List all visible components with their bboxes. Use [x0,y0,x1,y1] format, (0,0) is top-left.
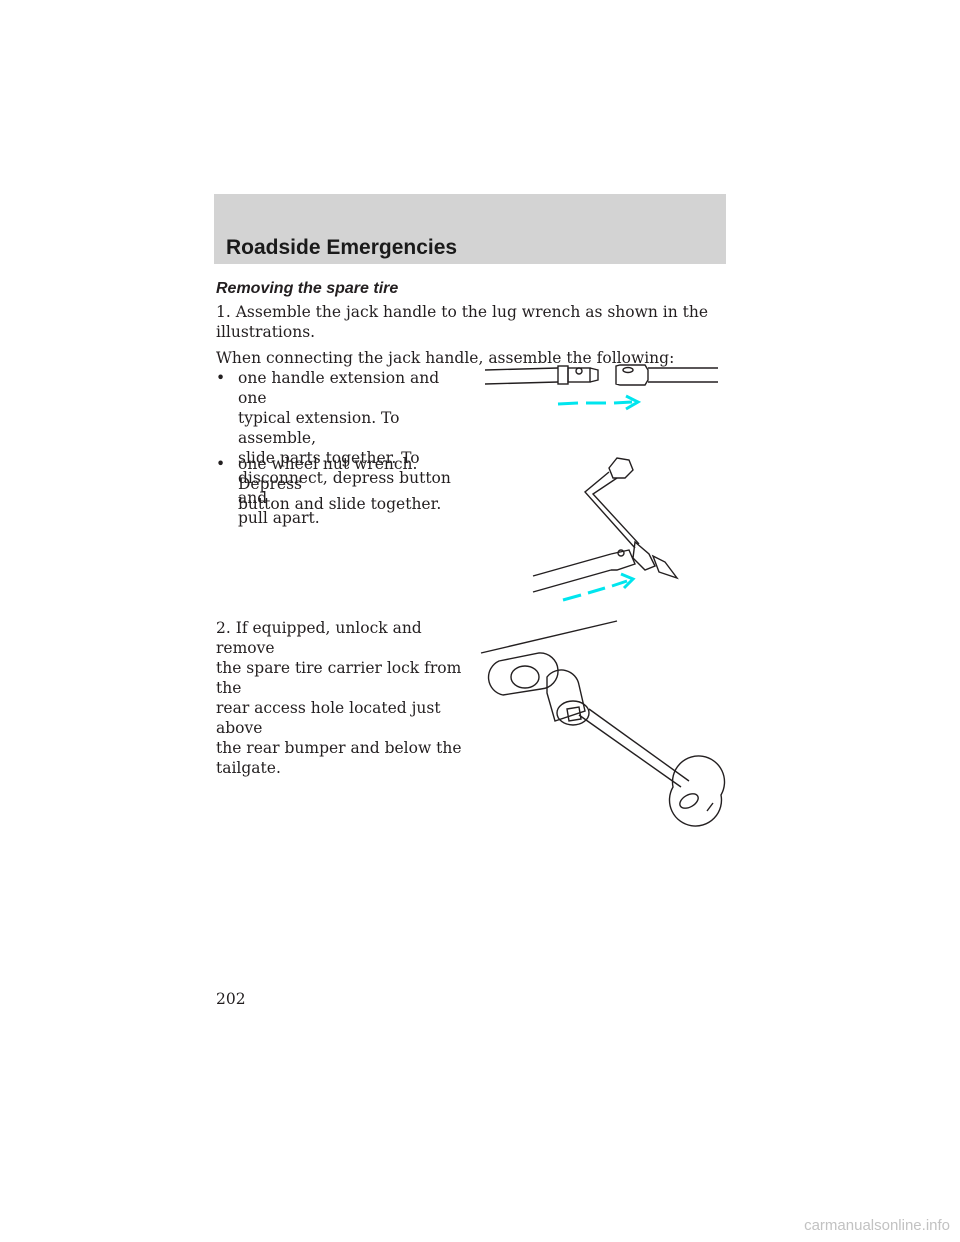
step-2-text: 2. If equipped, unlock and remove the sp… [216,618,476,778]
step-2-line: rear access hole located just above [216,699,441,737]
bullet-marker: • [216,455,226,473]
section-title: Roadside Emergencies [226,236,458,259]
step-1-line-2: illustrations. [216,323,316,341]
arrow-right-icon [557,394,642,411]
watermark: carmanualsonline.info [804,1217,950,1234]
step-2-line: 2. If equipped, unlock and remove [216,619,422,657]
page-number: 202 [216,990,246,1008]
step-2-line: tailgate. [216,759,281,777]
bullet-marker: • [216,369,226,387]
wheel-nut-wrench-illustration [532,457,679,602]
bullet-2-line: one wheel nut wrench. Depress [238,455,418,493]
bullet-1-line: typical extension. To assemble, [238,409,400,447]
bullet-1-line: pull apart. [238,509,320,527]
subsection-title: Removing the spare tire [216,280,399,297]
step-2-line: the rear bumper and below the [216,739,462,757]
bullet-1-line: disconnect, depress button and [238,469,451,507]
step-1-line-1: 1. Assemble the jack handle to the lug w… [216,303,709,321]
arrow-right-icon [562,572,636,602]
spare-tire-lock-illustration [480,620,726,827]
bullet-1-line: one handle extension and one [238,369,440,407]
bullet-1-text: one handle extension and one typical ext… [238,368,468,528]
handle-extension-illustration [484,364,718,411]
step-2-line: the spare tire carrier lock from the [216,659,462,697]
bullet-2-line: button and slide together. [238,495,442,513]
bullet-1-line: slide parts together. To [238,449,420,467]
bullet-2-text: one wheel nut wrench. Depress button and… [238,454,468,514]
connect-intro: When connecting the jack handle, assembl… [216,349,675,367]
section-header-band: Roadside Emergencies [214,194,726,264]
